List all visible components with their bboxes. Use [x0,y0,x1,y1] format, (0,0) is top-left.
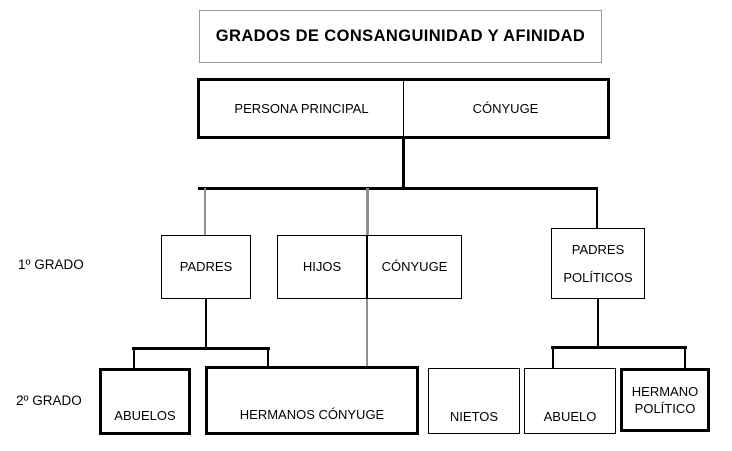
node-padres-politicos-label-line1: PADRES [571,241,625,257]
diagram-title-box: GRADOS DE CONSANGUINIDAD Y AFINIDAD [199,10,602,63]
connector-level1-bus [198,187,598,190]
node-hermano-politico-label-line1: HERMANO [631,383,699,399]
node-hermano-politico-label-line2: POLÍTICO [634,400,696,416]
connector-left-bus [132,347,270,350]
node-abuelo-label: ABUELO [543,409,597,425]
connector-drop-padres-politicos [596,188,598,229]
node-abuelos: ABUELOS [99,368,191,435]
node-conyuge-level1-label: CÓNYUGE [381,259,448,275]
node-hijos-label: HIJOS [302,259,342,275]
node-nietos: NIETOS [428,368,520,434]
root-conyuge-label: CÓNYUGE [472,100,539,116]
node-conyuge-level1: CÓNYUGE [367,235,462,299]
node-padres-politicos-label-line2: POLÍTICOS [563,269,633,285]
connector-root-trunk [402,139,405,189]
node-nietos-label: NIETOS [449,409,499,425]
label-primer-grado: 1º GRADO [18,257,84,272]
connector-padres-down [205,298,207,348]
connector-drop-padres [204,188,206,236]
diagram-title-text: GRADOS DE CONSANGUINIDAD Y AFINIDAD [215,26,586,45]
connector-conyuge-down [366,299,368,368]
root-persona-label: PERSONA PRINCIPAL [234,100,369,116]
label-segundo-grado: 2º GRADO [16,393,82,408]
root-node-box: PERSONA PRINCIPAL CÓNYUGE [197,78,610,139]
connector-drop-hijos-conyuge [366,188,369,236]
node-abuelo: ABUELO [524,368,616,434]
node-hermanos-conyuge-label: HERMANOS CÓNYUGE [239,407,385,423]
connector-right-bus [551,346,687,349]
connector-drop-hermanos-conyuge [267,348,269,367]
connector-drop-hermano-politico [684,348,686,369]
node-padres-label: PADRES [179,259,233,275]
node-padres: PADRES [161,235,251,299]
root-cell-conyuge: CÓNYUGE [403,81,607,136]
connector-padres-politicos-down [597,299,599,348]
connector-drop-abuelos [133,348,135,369]
root-cell-persona-principal: PERSONA PRINCIPAL [200,81,403,136]
node-padres-politicos: PADRES POLÍTICOS [551,228,645,299]
connector-drop-abuelo [552,348,554,369]
node-abuelos-label: ABUELOS [114,408,176,424]
node-hermano-politico: HERMANO POLÍTICO [620,368,710,432]
node-hijos: HIJOS [277,235,367,299]
node-hermanos-conyuge: HERMANOS CÓNYUGE [205,366,419,435]
